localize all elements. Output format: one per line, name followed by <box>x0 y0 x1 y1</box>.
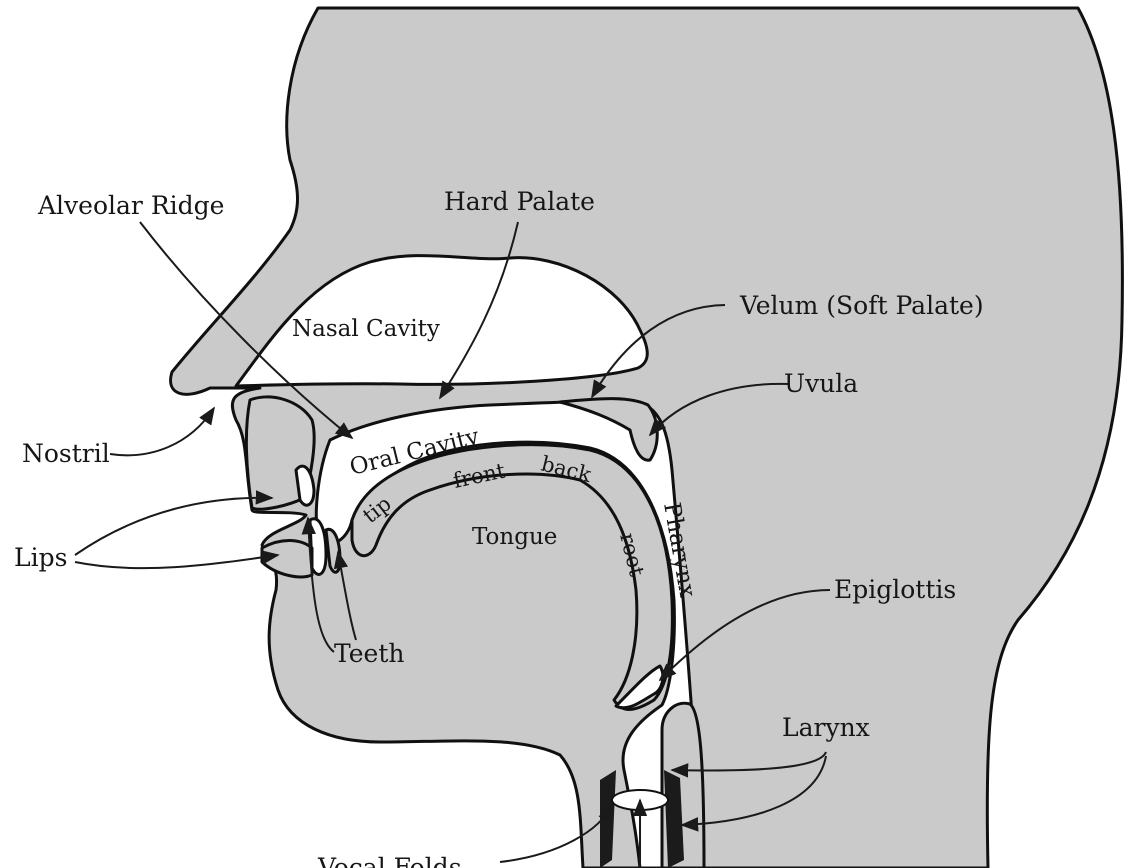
label-uvula: Uvula <box>784 369 858 398</box>
label-epiglottis: Epiglottis <box>834 575 956 604</box>
label-alveolar-ridge: Alveolar Ridge <box>37 191 224 220</box>
label-velum: Velum (Soft Palate) <box>739 291 984 320</box>
leader-lips-lower <box>75 555 278 568</box>
leader-lips-upper <box>75 498 272 555</box>
label-nostril: Nostril <box>22 439 110 468</box>
leader-nostril <box>110 408 214 455</box>
label-lips: Lips <box>14 543 67 572</box>
label-nasal-cavity: Nasal Cavity <box>292 316 440 342</box>
label-larynx: Larynx <box>782 713 870 742</box>
label-vocal-folds: Vocal Folds <box>317 853 462 868</box>
label-hard-palate: Hard Palate <box>444 187 595 216</box>
label-tongue: Tongue <box>472 524 557 550</box>
label-teeth: Teeth <box>334 639 404 668</box>
lower-lip-shape <box>262 541 312 577</box>
